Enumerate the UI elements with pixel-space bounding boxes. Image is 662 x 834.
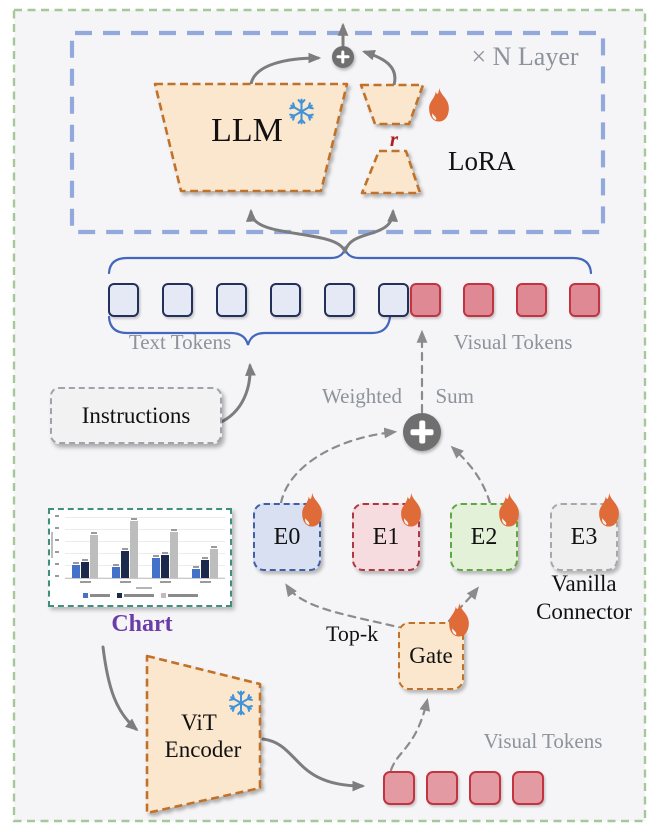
arrow-tokens-to-lora	[343, 208, 399, 254]
visual-token-group-top	[410, 283, 600, 317]
text-token	[108, 283, 139, 317]
mini-chart-ytitle	[51, 532, 53, 558]
arrow-e2-to-sum	[450, 445, 492, 505]
arrow-gate-to-e0	[285, 583, 408, 631]
lora-rank-label: r	[389, 127, 399, 151]
sum-word: Sum	[435, 384, 474, 408]
snowflake-icon	[287, 97, 316, 126]
flame-icon	[297, 492, 327, 529]
chart-image	[48, 508, 232, 607]
visual-token	[469, 771, 501, 805]
top-k-label: Top-k	[326, 621, 379, 646]
bar	[130, 521, 138, 578]
chart-caption: Chart	[111, 611, 173, 637]
bar-group	[192, 545, 218, 578]
bar	[72, 564, 80, 578]
arrow-lora-to-sum	[361, 49, 397, 87]
expert-e1-label: E1	[372, 523, 400, 550]
arrow-visual-tokens-to-gate	[389, 697, 431, 772]
visual-token	[463, 283, 494, 317]
residual-add-icon	[332, 46, 354, 68]
flame-icon	[396, 492, 426, 529]
vit-encoder-trapezoid	[145, 654, 262, 815]
bar	[121, 550, 129, 578]
arrow-chart-to-vit	[101, 645, 139, 732]
snowflake-icon	[227, 689, 255, 717]
text-tokens-brace	[107, 315, 392, 346]
arrow-instructions-to-text-tokens	[217, 362, 256, 425]
bar	[152, 557, 160, 578]
bar	[112, 567, 120, 578]
legend-item	[116, 593, 154, 598]
text-token	[324, 283, 355, 317]
arrow-e0-to-sum	[279, 427, 398, 505]
visual-tokens-label-top: Visual Tokens	[453, 330, 573, 354]
text-token-group	[108, 283, 409, 317]
text-token	[270, 283, 301, 317]
lora-label: LoRA	[448, 146, 516, 176]
llm-label: LLM	[211, 112, 283, 149]
vit-label: ViT	[181, 710, 217, 735]
gate-label: Gate	[409, 643, 453, 668]
bar	[161, 554, 169, 578]
bar	[81, 562, 89, 578]
visual-token	[569, 283, 600, 317]
expert-e3-label: E3	[570, 523, 598, 550]
visual-token-group-bottom	[383, 771, 544, 805]
visual-token	[383, 771, 415, 805]
flame-icon	[444, 602, 474, 639]
encoder-label: Encoder	[164, 737, 242, 762]
mini-chart-yaxis	[55, 515, 59, 577]
bar	[201, 560, 209, 578]
bar-group	[112, 518, 138, 578]
connector-word: Connector	[536, 599, 632, 624]
text-token	[216, 283, 247, 317]
instructions-box: Instructions	[50, 387, 222, 444]
visual-token	[512, 771, 544, 805]
n-layer-label: × N Layer	[471, 42, 579, 71]
arrow-llm-to-sum	[249, 52, 322, 86]
text-token	[378, 283, 409, 317]
flame-icon	[494, 492, 524, 529]
bar	[170, 532, 178, 578]
flame-icon	[424, 87, 454, 124]
weighted-word: Weighted	[322, 384, 402, 408]
bar-group	[152, 529, 178, 578]
arrow-tokens-to-llm	[245, 208, 347, 254]
text-token	[162, 283, 193, 317]
gate-box: Gate	[398, 622, 464, 690]
mini-chart-axis-title	[136, 587, 152, 589]
text-tokens-label: Text Tokens	[128, 330, 232, 354]
bar	[90, 535, 98, 578]
legend-item	[160, 593, 198, 598]
instructions-label: Instructions	[81, 402, 191, 428]
arrow-vit-to-visual-tokens	[261, 737, 366, 792]
visual-tokens-label-bottom: Visual Tokens	[483, 729, 603, 753]
bar	[210, 548, 218, 578]
visual-token	[426, 771, 458, 805]
visual-token	[410, 283, 441, 317]
mini-chart-legend	[50, 593, 230, 598]
vanilla-connector-label: Vanilla Connector	[525, 570, 643, 626]
bar	[192, 568, 200, 578]
mini-chart-plot	[65, 516, 225, 579]
lora-down-trapezoid	[359, 83, 425, 126]
weighted-sum-add-icon	[403, 413, 441, 451]
n-layer-box	[69, 30, 606, 235]
expert-e0-label: E0	[273, 523, 301, 550]
flame-icon	[594, 492, 624, 529]
expert-e2-label: E2	[470, 523, 498, 550]
mini-chart-xlabels	[65, 581, 225, 583]
lora-up-trapezoid	[360, 149, 422, 195]
bar-group	[72, 532, 98, 578]
legend-item	[82, 593, 110, 598]
vanilla-word: Vanilla	[551, 571, 617, 596]
weighted-sum-label: Weighted Sum	[322, 384, 474, 409]
visual-token	[516, 283, 547, 317]
